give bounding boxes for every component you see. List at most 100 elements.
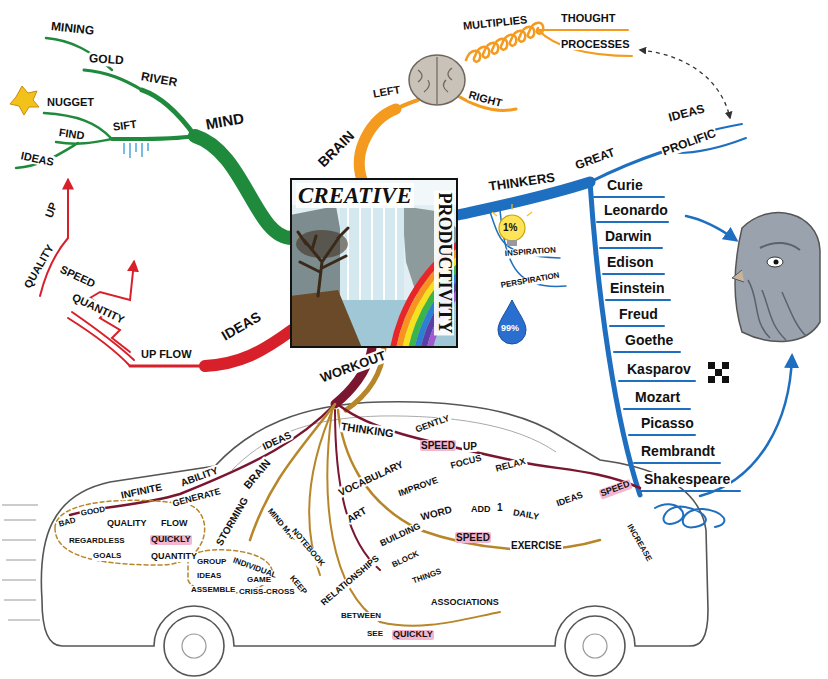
light-bulb-part-part xyxy=(527,212,532,216)
sieve-water-part xyxy=(141,143,143,157)
branch-word: GOALS xyxy=(92,552,122,561)
thinkers-branch-part xyxy=(600,247,662,249)
thinkers-branch-part xyxy=(634,462,720,464)
thinkers-branch-part xyxy=(597,221,668,223)
branch-word: PERSPIRATION xyxy=(499,271,561,290)
branch-word: MINING xyxy=(49,20,95,38)
thinkers-branch-part xyxy=(686,216,736,240)
car-outline-part-part xyxy=(2,579,36,581)
thinker-name: Picasso xyxy=(640,416,695,431)
car-outline-part-part xyxy=(4,519,36,521)
branch-word: GROUP xyxy=(196,558,227,567)
mind-branch-part xyxy=(112,136,195,139)
car-outline-part xyxy=(41,402,708,646)
branch-word: IDEAS xyxy=(666,102,707,125)
branch-word: IDEAS xyxy=(218,309,264,345)
car-outline-part xyxy=(164,616,224,676)
title-text: CREATIVE xyxy=(296,183,414,208)
car-outline-part xyxy=(2,505,40,620)
light-bulb xyxy=(492,204,532,246)
chess-icon-part xyxy=(715,369,722,376)
brain-branch-part xyxy=(538,30,632,56)
car-outline-part-part xyxy=(2,504,38,506)
gold-nugget-part xyxy=(10,86,39,115)
thinker-face xyxy=(732,213,820,342)
branch-word: REGARDLESS xyxy=(68,537,126,546)
thinker-name: Mozart xyxy=(634,390,681,405)
central-picture-part xyxy=(296,230,348,258)
mind-branch xyxy=(16,38,292,238)
branch-word: ADD xyxy=(470,505,492,515)
brain-branch-part xyxy=(359,109,396,180)
car-outline-part xyxy=(583,634,607,658)
branch-word: BRAIN xyxy=(315,127,359,171)
ideas-branch-part xyxy=(130,365,205,368)
branch-word: LEFT xyxy=(371,83,402,100)
branch-word: SEE xyxy=(366,630,384,639)
mind-branch-part xyxy=(84,70,142,90)
branch-word: SPEED xyxy=(420,440,456,451)
thinker-name: Leonardo xyxy=(603,203,669,218)
light-bulb-part-part xyxy=(511,204,512,210)
branch-word: GREAT xyxy=(573,146,618,173)
gold-nugget xyxy=(10,86,39,115)
car-outline-part-part xyxy=(4,599,36,601)
branch-word: ASSEMBLE xyxy=(190,586,236,595)
thinker-name: Shakespeare xyxy=(643,472,731,487)
ideas-branch-part xyxy=(205,330,292,366)
branch-word: IDEAS xyxy=(196,572,222,581)
thinker-face-part xyxy=(748,280,806,340)
workout-branch-part xyxy=(55,500,205,565)
brain-branch-part xyxy=(538,29,628,31)
thinkers-branch-part xyxy=(624,408,690,410)
chess-icon-part xyxy=(708,362,715,369)
thinker-name: Curie xyxy=(606,178,644,193)
percent-figure: 1% xyxy=(502,222,518,233)
sieve-water xyxy=(124,143,148,158)
sieve-water-part xyxy=(123,143,125,154)
thinker-name: Kasparov xyxy=(626,362,692,377)
sieve-water-part xyxy=(147,143,149,151)
thinker-face-part xyxy=(767,257,783,267)
thinker-name: Goethe xyxy=(624,333,674,348)
mind-branch-part xyxy=(195,136,292,238)
light-bulb-part xyxy=(507,240,517,246)
thinker-face-part xyxy=(732,270,744,282)
branch-word: QUANTITY xyxy=(150,552,198,562)
thinkers-branch-part xyxy=(594,196,664,198)
branch-word: QUANTITY xyxy=(69,291,127,327)
thinker-name: Edison xyxy=(606,255,655,270)
branch-word: QUALITY xyxy=(106,519,148,529)
branch-word: RIGHT xyxy=(466,88,504,109)
central-picture-part-part xyxy=(371,208,373,304)
branch-word: SIFT xyxy=(111,117,138,133)
branch-word: FIND xyxy=(57,126,86,142)
branch-word: PROLIFIC xyxy=(660,127,719,159)
chess-icon-part xyxy=(722,362,729,369)
thinker-name: Einstein xyxy=(609,281,665,296)
branch-word: UP xyxy=(42,200,59,220)
workout-branch-part xyxy=(327,410,500,626)
percent-figure: 99% xyxy=(500,324,520,334)
branch-word: MIND xyxy=(204,110,247,133)
thinkers-branch-part xyxy=(610,325,664,327)
central-picture-part xyxy=(340,206,404,306)
branch-word: UP FLOW xyxy=(140,348,193,360)
branch-word: NUGGET xyxy=(46,96,95,108)
car-outline-part xyxy=(182,634,206,658)
car-outline-part-part xyxy=(8,619,40,621)
thinker-face-part xyxy=(735,213,820,342)
light-bulb-part-part xyxy=(492,212,497,216)
central-picture-part xyxy=(348,208,396,304)
title-text: PRODUCTIVITY xyxy=(434,190,454,335)
thinkers-branch-part xyxy=(614,351,680,353)
ideas-branch xyxy=(40,180,292,366)
branch-word: THOUGHT xyxy=(560,12,616,24)
branch-word: EXERCISE xyxy=(510,540,563,551)
car-outline-part-part xyxy=(2,539,36,541)
light-bulb-part xyxy=(499,215,525,241)
central-picture-part-part xyxy=(395,208,397,304)
chess-icon-part xyxy=(722,376,729,383)
light-bulb-part xyxy=(492,204,532,216)
